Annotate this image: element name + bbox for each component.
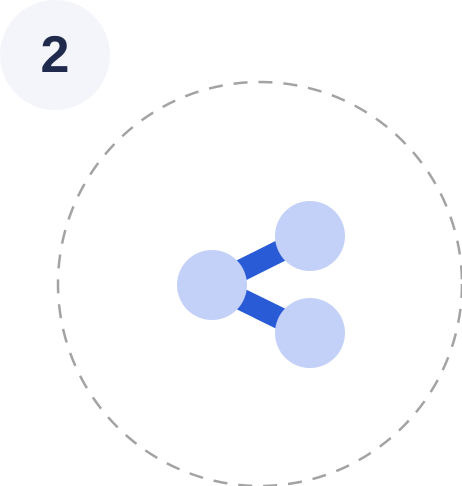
dashed-ring (56, 80, 462, 486)
share-node-left (177, 250, 247, 320)
share-node-top-right (275, 201, 345, 271)
share-icon (177, 201, 345, 368)
step-number: 2 (40, 26, 70, 84)
step-badge: 2 (0, 0, 110, 110)
share-node-bottom-right (275, 298, 345, 368)
